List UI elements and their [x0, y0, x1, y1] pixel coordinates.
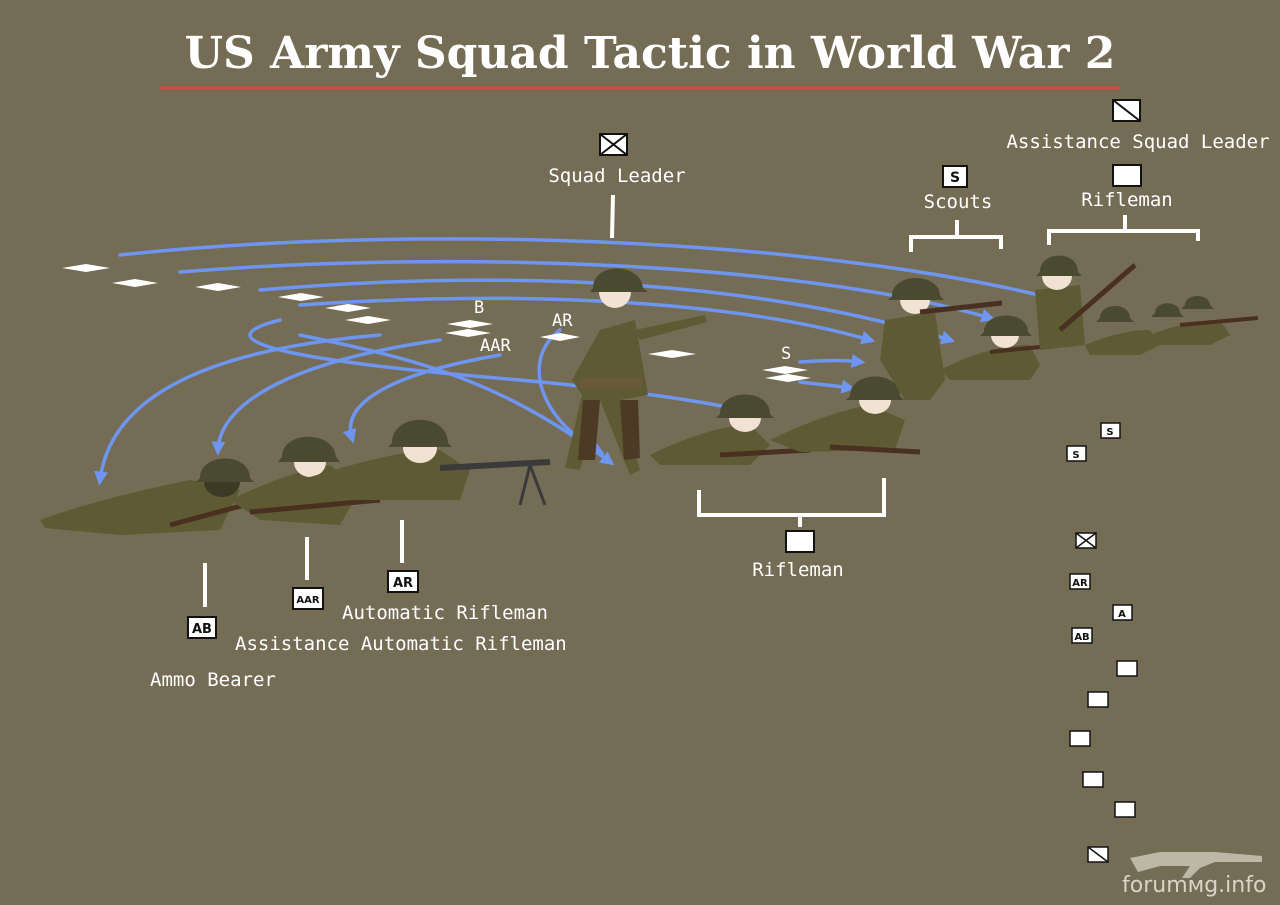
squad-leader-label: Squad Leader: [548, 165, 685, 187]
rifleman-bottom-soldiers: [650, 377, 920, 466]
rifleman-bottom-symbol-icon: [786, 531, 814, 552]
field-marker-aar: AAR: [480, 336, 511, 356]
rifleman-top-bracket: [1049, 215, 1198, 245]
movement-arrow: [800, 361, 860, 363]
formation-rifleman-marker: [1088, 692, 1108, 707]
movement-arrow: [300, 335, 610, 462]
formation-rifleman-marker: [1083, 772, 1103, 787]
diagram-title: US Army Squad Tactic in World War 2: [185, 28, 1116, 79]
svg-text:AAR: AAR: [296, 595, 319, 606]
svg-text:AR: AR: [393, 576, 413, 591]
rifleman-bottom-label: Rifleman: [752, 559, 844, 581]
formation-squad-leader-marker: [1076, 533, 1096, 548]
scouts-badge: S: [943, 166, 967, 187]
svg-text:AB: AB: [1074, 632, 1089, 643]
scouts-bracket: [911, 220, 1001, 252]
svg-text:AB: AB: [192, 622, 212, 637]
assistant-automatic-rifleman-label: Assistance Automatic Rifleman: [235, 633, 567, 655]
automatic-rifleman-label: Automatic Rifleman: [342, 602, 548, 624]
movement-arrow: [180, 262, 990, 318]
formation-scout-marker: S: [1067, 446, 1086, 461]
automatic-rifleman-badge: AR: [388, 571, 418, 592]
svg-text:AR: AR: [1072, 578, 1088, 589]
formation-rifleman-marker: [1117, 661, 1137, 676]
svg-text:S: S: [950, 170, 960, 186]
formation-rifleman-marker: [1070, 731, 1090, 746]
rifleman-top-label: Rifleman: [1081, 189, 1173, 211]
squad-leader-pointer: [612, 195, 613, 238]
formation-scout-marker: S: [1101, 423, 1120, 438]
assistant-squad-leader-label: Assistance Squad Leader: [1006, 131, 1269, 153]
formation-rifleman-marker: [1115, 802, 1135, 817]
scouts-label: Scouts: [924, 191, 993, 213]
formation-a-marker: A: [1113, 605, 1132, 620]
automatic-rifleman-soldier: [300, 420, 550, 505]
squad-leader-symbol-icon: [600, 134, 627, 155]
formation-ar-marker: AR: [1070, 574, 1090, 589]
rifleman-top-symbol-icon: [1113, 165, 1141, 186]
svg-text:S: S: [1072, 450, 1079, 461]
rifleman-bottom-bracket: [699, 478, 884, 527]
formation-ab-marker: AB: [1072, 628, 1092, 643]
formation-column: S S AR A AB: [1067, 423, 1137, 862]
ammo-bearer-badge: AB: [188, 617, 216, 638]
svg-text:A: A: [1118, 609, 1126, 620]
svg-text:S: S: [1106, 427, 1113, 438]
watermark-text: forumмg.info: [1122, 873, 1266, 898]
field-marker-s: S: [781, 344, 791, 364]
assistant-squad-leader-symbol-icon: [1113, 100, 1140, 121]
formation-assistant-squad-leader-marker: [1088, 847, 1108, 862]
rifleman-top-soldiers: [1035, 256, 1258, 356]
assistant-automatic-rifleman-badge: AAR: [293, 588, 323, 609]
ammo-bearer-label: Ammo Bearer: [150, 669, 276, 691]
field-marker-ar: AR: [552, 311, 573, 331]
movement-arrow: [800, 382, 850, 388]
field-marker-b: B: [474, 298, 484, 318]
scout-soldiers: [880, 278, 1060, 400]
